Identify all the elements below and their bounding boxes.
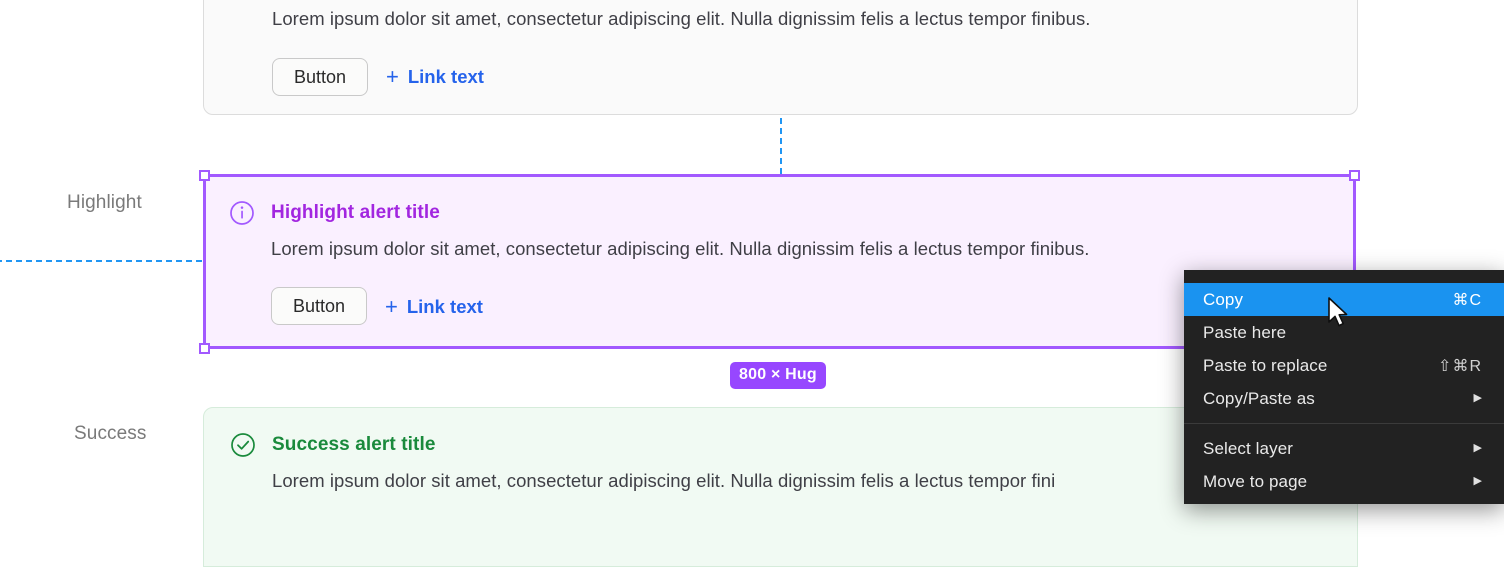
selection-edge-left bbox=[203, 174, 206, 349]
context-menu-group-secondary: Select layer ▶ Move to page ▶ bbox=[1184, 432, 1504, 498]
plus-icon: + bbox=[386, 64, 399, 89]
alert-card-highlight[interactable]: Highlight alert title Lorem ipsum dolor … bbox=[203, 176, 1356, 348]
menu-item-label: Paste to replace bbox=[1203, 355, 1328, 375]
menu-item-paste-here[interactable]: Paste here bbox=[1184, 316, 1504, 349]
menu-item-select-layer[interactable]: Select layer ▶ bbox=[1184, 432, 1504, 465]
alert-title-highlight: Highlight alert title bbox=[271, 202, 440, 223]
check-circle-icon bbox=[230, 432, 256, 458]
row-label-highlight: Highlight bbox=[67, 192, 142, 213]
menu-item-shortcut: ⇧⌘R bbox=[1438, 357, 1482, 375]
menu-item-label: Copy bbox=[1203, 289, 1244, 309]
selection-edge-right bbox=[1353, 174, 1356, 349]
menu-item-paste-to-replace[interactable]: Paste to replace ⇧⌘R bbox=[1184, 349, 1504, 382]
context-menu-separator bbox=[1184, 423, 1504, 424]
menu-item-move-to-page[interactable]: Move to page ▶ bbox=[1184, 465, 1504, 498]
menu-item-label: Paste here bbox=[1203, 322, 1287, 342]
alert-button-highlight[interactable]: Button bbox=[271, 287, 367, 325]
info-circle-icon bbox=[229, 200, 255, 226]
alert-link-label-highlight: Link text bbox=[406, 296, 483, 317]
selection-handle-top-left[interactable] bbox=[199, 170, 210, 181]
alert-body-highlight: Lorem ipsum dolor sit amet, consectetur … bbox=[271, 238, 1090, 259]
chevron-right-icon: ▶ bbox=[1473, 475, 1482, 487]
alert-link-label-neutral: Link text bbox=[407, 66, 484, 87]
alert-card-neutral[interactable]: Lorem ipsum dolor sit amet, consectetur … bbox=[203, 0, 1358, 115]
chevron-right-icon: ▶ bbox=[1473, 442, 1482, 454]
size-badge: 800 × Hug bbox=[730, 362, 826, 389]
alert-body-success: Lorem ipsum dolor sit amet, consectetur … bbox=[272, 470, 1056, 491]
menu-item-label: Move to page bbox=[1203, 471, 1308, 491]
menu-item-copy-paste-as[interactable]: Copy/Paste as ▶ bbox=[1184, 382, 1504, 415]
alert-link-highlight[interactable]: + Link text bbox=[385, 296, 483, 318]
selection-edge-bottom bbox=[203, 346, 1356, 349]
plus-icon: + bbox=[385, 294, 398, 319]
selection-edge-top bbox=[203, 174, 1356, 177]
chevron-right-icon: ▶ bbox=[1473, 392, 1482, 404]
alert-title-success: Success alert title bbox=[272, 434, 436, 455]
menu-item-copy[interactable]: Copy ⌘C bbox=[1184, 283, 1504, 316]
menu-item-label: Copy/Paste as bbox=[1203, 388, 1315, 408]
horizontal-guide bbox=[0, 260, 202, 262]
menu-item-shortcut: ⌘C bbox=[1452, 291, 1482, 309]
row-label-success: Success bbox=[74, 423, 147, 444]
alert-body-neutral: Lorem ipsum dolor sit amet, consectetur … bbox=[272, 8, 1091, 29]
alert-link-neutral[interactable]: + Link text bbox=[386, 66, 484, 88]
menu-item-label: Select layer bbox=[1203, 438, 1294, 458]
selection-handle-bottom-left[interactable] bbox=[199, 343, 210, 354]
alert-button-neutral[interactable]: Button bbox=[272, 58, 368, 96]
selection-handle-top-right[interactable] bbox=[1349, 170, 1360, 181]
